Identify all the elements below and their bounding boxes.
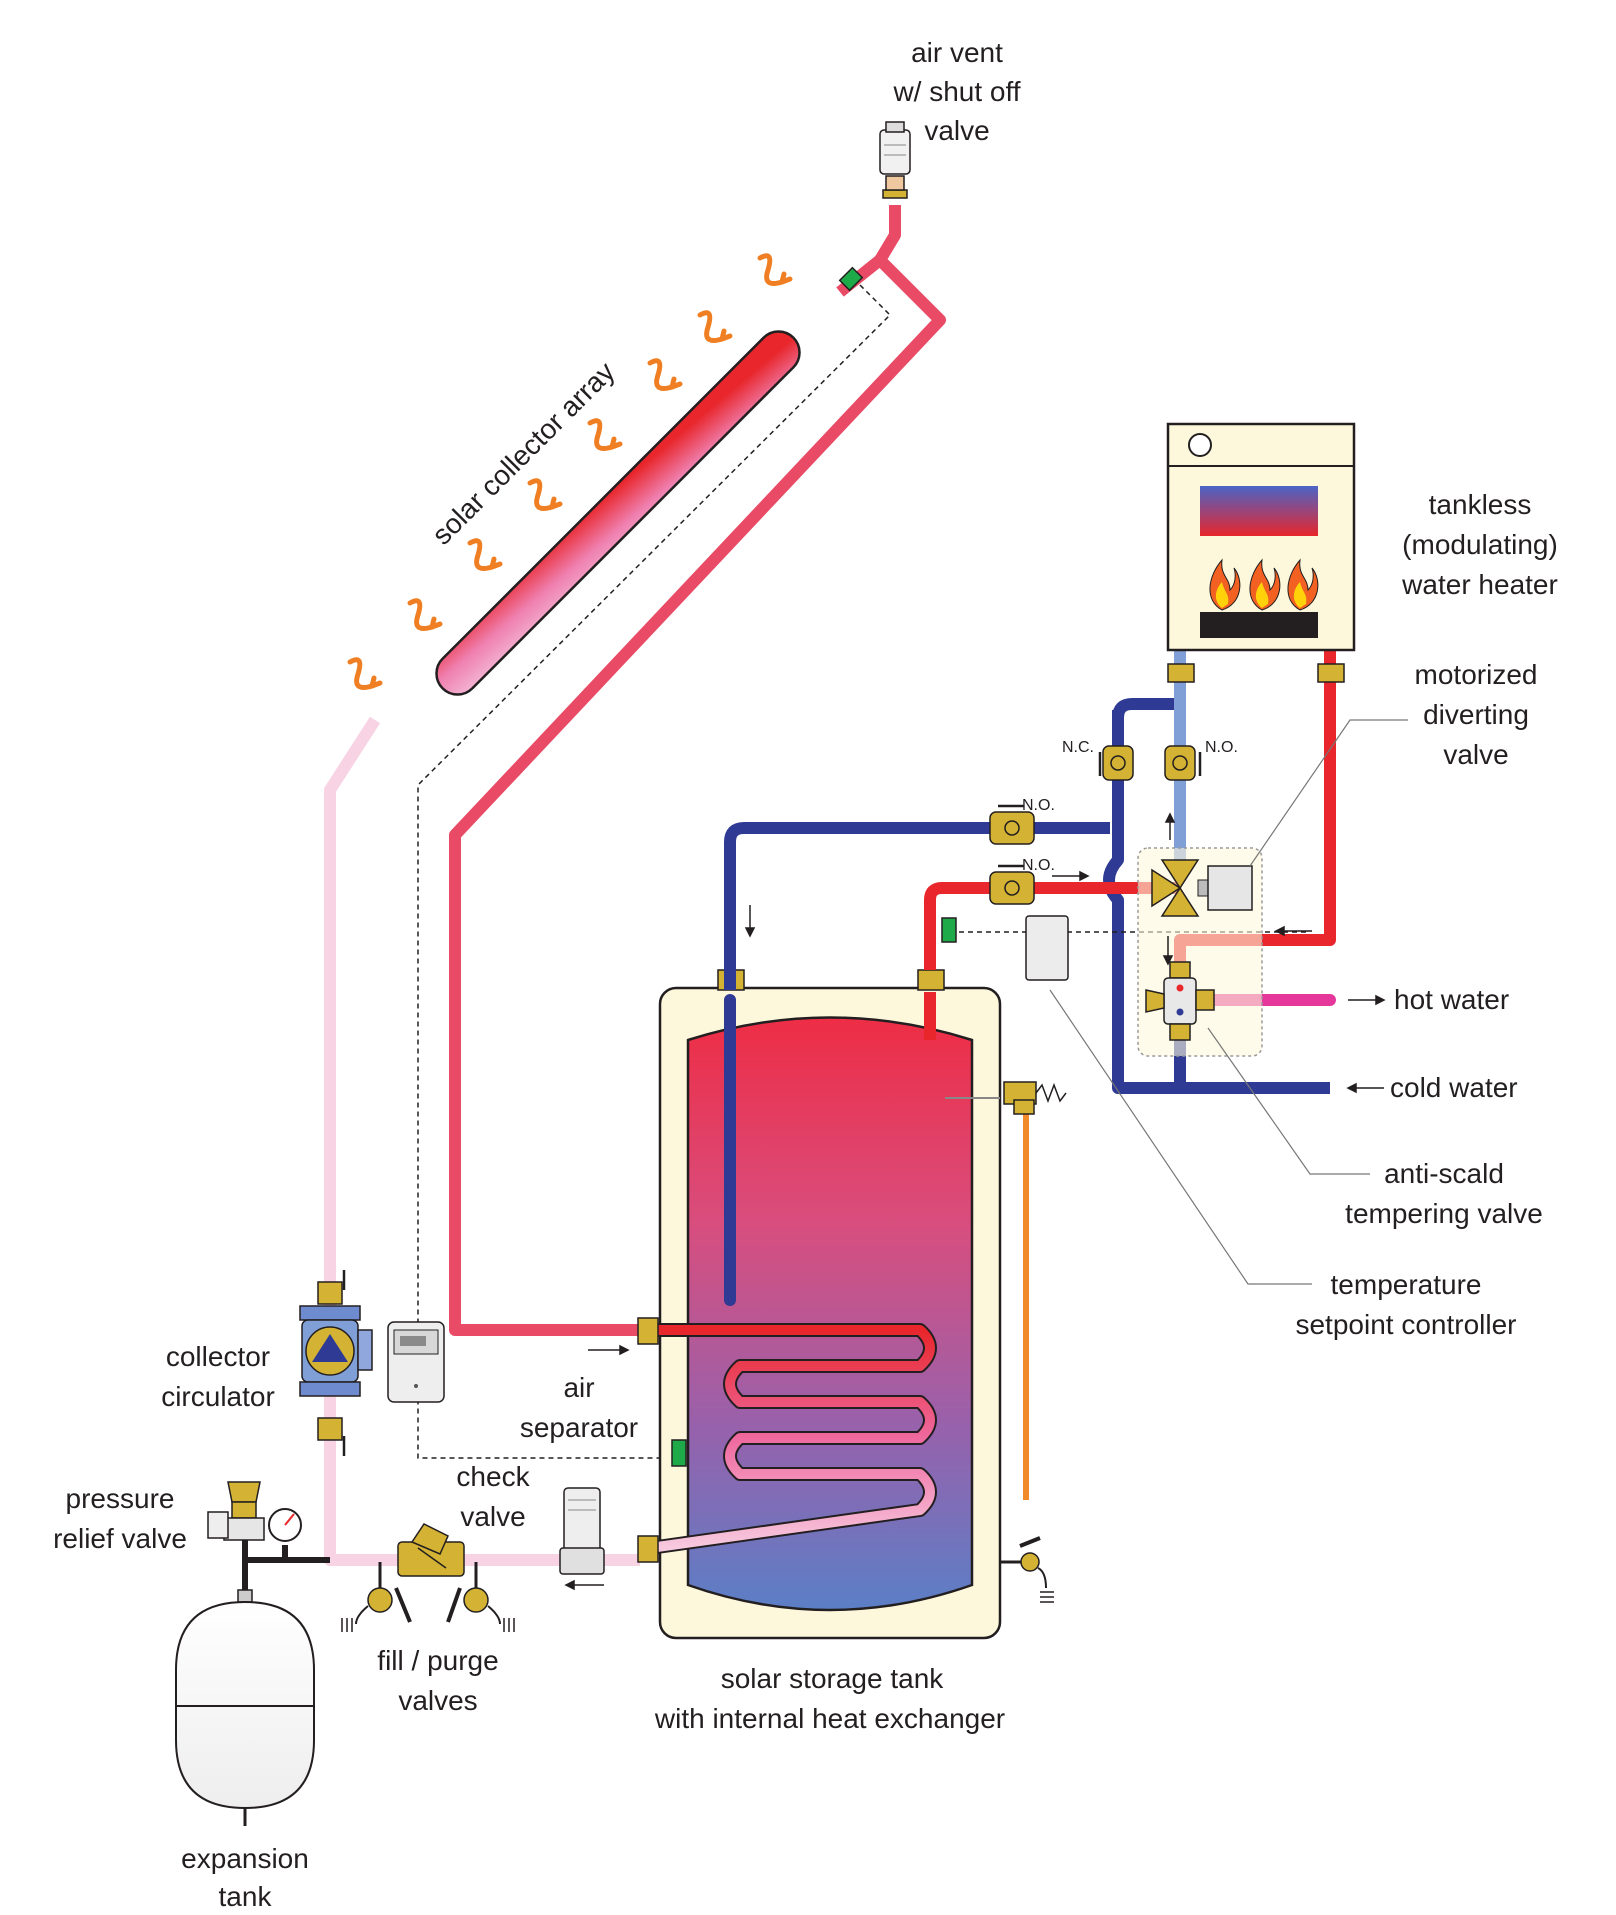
air-vent-label-2: w/ shut off: [892, 76, 1020, 107]
arrow-up-icon: [1164, 812, 1176, 840]
arrow-down-icon: [1162, 936, 1174, 966]
nc-label: N.C.: [1062, 739, 1094, 756]
air-vent-riser: [874, 205, 901, 264]
tank-drain-valve: [1000, 1536, 1054, 1603]
storage-tank-label-1: solar storage tank: [721, 1663, 945, 1694]
expansion-tank-label-1: expansion: [181, 1843, 309, 1874]
heat-arrow-icon: [467, 538, 503, 571]
flow-arrows: [564, 812, 1386, 1591]
hot-water-label: hot water: [1394, 984, 1509, 1015]
arrow-left-icon: [564, 1579, 604, 1591]
coil-inlet-fitting: [637, 1317, 659, 1345]
cold-pipe-tank: [724, 822, 1110, 990]
pressure-gauge-icon: [268, 1508, 302, 1542]
storage-tank: [649, 986, 1002, 1640]
air-separator-label-2: separator: [520, 1412, 638, 1443]
check-valve-icon: [397, 1523, 465, 1577]
fill-valve-right: [446, 1562, 515, 1632]
anti-scald-label-2: tempering valve: [1345, 1198, 1543, 1229]
expansion-tank-icon: [175, 1589, 315, 1826]
expansion-tank-label-2: tank: [219, 1881, 273, 1912]
tempering-valve-icon: [1145, 961, 1215, 1041]
arrow-left-icon: [1346, 1082, 1384, 1094]
collector-sensor-wire: [417, 284, 892, 1459]
air-vent-label-1: air vent: [911, 37, 1003, 68]
setpoint-label-2: setpoint controller: [1295, 1309, 1516, 1340]
fill-purge-label-2: valves: [398, 1685, 477, 1716]
hot-from-tank-pipe: [924, 882, 1180, 970]
circulator-label-2: circulator: [161, 1381, 275, 1412]
setpoint-controller: [1025, 915, 1069, 981]
circulator-pump-icon: [312, 1334, 348, 1362]
heat-arrow-icon: [407, 598, 443, 631]
storage-tank-label-2: with internal heat exchanger: [654, 1703, 1005, 1734]
fill-valve-left: [341, 1562, 412, 1632]
arrow-left-icon: [1274, 925, 1312, 937]
heat-arrow-icon: [647, 358, 683, 391]
diverting-label-1: motorized: [1415, 659, 1538, 690]
zone-valve-nc: [1098, 745, 1134, 781]
cold-to-nc-valve: [1112, 698, 1181, 760]
leader-lines: [1049, 719, 1408, 1285]
check-valve-label-1: check: [456, 1461, 530, 1492]
air-vent-icon: [879, 121, 911, 199]
zone-valve-no-hot: [989, 864, 1035, 905]
check-valve-label-2: valve: [460, 1501, 525, 1532]
hot-pipe-sensor: [941, 917, 957, 943]
heat-arrow-icon: [527, 478, 563, 511]
arrow-right-icon: [1348, 994, 1386, 1006]
heat-arrow-icon: [347, 657, 383, 690]
tankless-label-2: (modulating): [1402, 529, 1558, 560]
zone-valve-no-cold: [989, 804, 1035, 845]
pressure-relief-valve-icon: [207, 1481, 265, 1541]
heat-arrow-icon: [757, 253, 793, 286]
flame-icon: [1287, 558, 1319, 611]
cold-water-label: cold water: [1390, 1072, 1518, 1103]
air-separator-label-1: air: [563, 1372, 594, 1403]
anti-scald-label-1: anti-scald: [1384, 1158, 1504, 1189]
air-vent-label-3: valve: [924, 115, 989, 146]
collector-sensor: [838, 266, 864, 292]
heater-indicator-icon: [1188, 433, 1212, 457]
solar-controller: [387, 1321, 445, 1403]
collector-return-pipe: [324, 716, 640, 1566]
heater-outlet-union: [1317, 663, 1345, 683]
flame-icon: [1249, 558, 1281, 611]
pressure-relief-label-1: pressure: [66, 1483, 175, 1514]
setpoint-label-1: temperature: [1331, 1269, 1482, 1300]
heat-arrow-icon: [697, 310, 733, 343]
diverting-label-3: valve: [1443, 739, 1508, 770]
collector-circulator: [299, 1270, 373, 1456]
heat-arrow-icon: [587, 418, 623, 451]
air-separator-icon: [559, 1487, 605, 1575]
diverting-label-2: diverting: [1423, 699, 1529, 730]
flame-icon: [1209, 558, 1241, 611]
diverting-valve-icon: [1151, 859, 1253, 917]
tankless-label-1: tankless: [1429, 489, 1532, 520]
tank-relief-valve: [1003, 1081, 1067, 1500]
arrow-right-icon: [588, 1344, 630, 1356]
circulator-label-1: collector: [166, 1341, 270, 1372]
zone-valve-no-heater: [1164, 745, 1202, 781]
tank-sensor: [671, 1439, 687, 1467]
heater-inlet-union: [1167, 663, 1195, 683]
heat-arrows: [347, 253, 793, 690]
heater-heat-exchanger: [1200, 486, 1318, 536]
fill-purge-label-1: fill / purge: [377, 1645, 498, 1676]
tankless-heater: [1166, 422, 1356, 652]
collector-supply-pipe: [449, 254, 946, 1336]
tankless-label-3: water heater: [1401, 569, 1558, 600]
coil-outlet-fitting: [637, 1535, 659, 1563]
solar-collector: [435, 330, 801, 696]
tank-hot-fitting: [917, 969, 945, 991]
arrow-down-icon: [744, 905, 756, 938]
arrow-right-icon: [1052, 870, 1090, 882]
no-label-cold: N.O.: [1022, 797, 1055, 814]
pressure-relief-label-2: relief valve: [53, 1523, 187, 1554]
no-label-heater: N.O.: [1205, 739, 1238, 756]
no-label-hot: N.O.: [1022, 857, 1055, 874]
